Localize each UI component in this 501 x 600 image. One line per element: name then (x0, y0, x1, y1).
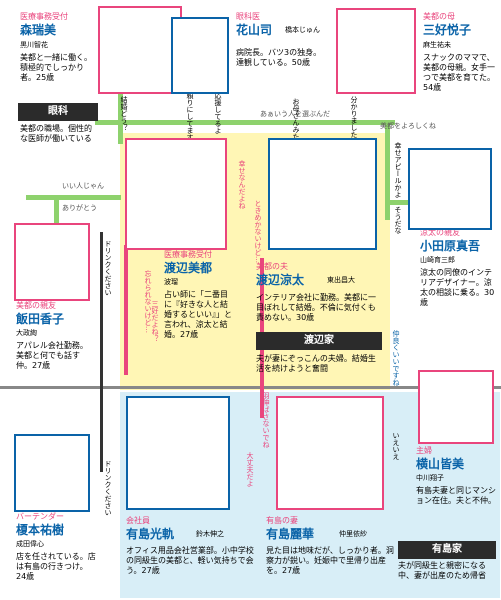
motoki-actor: 成田偉心 (16, 540, 44, 548)
odahara-name: 小田原真吾 (420, 239, 481, 253)
odahara-actor: 山崎育三郎 (420, 256, 455, 264)
rel-4: あぁいう人を選ぶんだ (260, 110, 330, 118)
miyoshi-actor: 麻生祐未 (423, 41, 451, 49)
arishima-name: 有島光軌 (126, 527, 175, 541)
hanayama-desc: 病院長。バツ3の独身。達観している。50歳 (236, 48, 322, 67)
frame-hanayama (171, 17, 229, 94)
line-iida (54, 195, 59, 225)
morisui-desc: 美都と一緒に働く。積極的でしっかり者。25歳 (20, 53, 92, 82)
motoki-desc: 店を任されている。店は有島の行きつけ。24歳 (16, 552, 96, 581)
mitsuko-desc: 見た目は地味だが、しっかり者。洞察力が鋭い。妊娠中で里帰り出産を。27歳 (266, 546, 394, 575)
frame-arishima (126, 396, 230, 510)
rel-19: ドリンクください (104, 460, 112, 516)
miho-desc: 占い師に「二番目に『好きな人と結婚するといい』」と言われ、涼太と結婚。27歳 (164, 290, 232, 339)
rel-6: 分かりました (350, 96, 358, 138)
line-right (385, 120, 390, 220)
yokoyama-actor: 中川翔子 (416, 474, 444, 482)
rel-21: いえいえ (392, 432, 400, 460)
frame-mitsuko (276, 396, 384, 510)
line-pink2 (124, 245, 128, 375)
rel-1: 結婚どう？ (120, 96, 128, 131)
iida-name: 飯田香子 (16, 312, 65, 326)
motoki-role: バーテンダー (16, 512, 64, 521)
miho-role: 医療事務受付 (164, 250, 212, 259)
arishima-actor: 鈴木伸之 (196, 530, 224, 538)
ryota-desc: インテリア会社に勤務。美都に一目ぼれして結婚。不倫に気付くも責めない。30歳 (256, 293, 376, 322)
yokoyama-role: 主婦 (416, 446, 432, 455)
mitsuko-role: 有島の妻 (266, 516, 298, 525)
rel-3: 応援してるよ (214, 92, 222, 134)
rel-15: 忘れられないけど… (144, 270, 152, 333)
ryota-name: 渡辺涼太 (256, 273, 305, 287)
hanayama-role: 眼科医 (236, 12, 260, 21)
odahara-role: 涼太の親友 (420, 228, 460, 237)
watanabe-title: 渡辺家 (256, 332, 382, 350)
rel-9: ありがとう (62, 204, 97, 212)
morisui-actor: 黒川智花 (20, 41, 48, 49)
watanabe-desc: 夫が妻にぞっこんの夫婦。結婚生活を続けようと奮闘 (256, 354, 376, 373)
rel-13: そうだな (394, 206, 402, 234)
arishimake-title: 有島家 (398, 541, 496, 559)
miyoshi-desc: スナックのママで、美都の母親。女手一つで美都を育てた。54歳 (423, 53, 495, 92)
rel-20: 仲良くいいですね (392, 330, 400, 386)
frame-miho (125, 138, 227, 250)
frame-odahara (408, 148, 492, 230)
frame-morisui (98, 6, 182, 94)
rel-8: いい人じゃん (62, 182, 104, 190)
iida-desc: アパレル会社勤務。美都と何でも話す仲。27歳 (16, 341, 88, 370)
ryota-role: 美都の夫 (256, 262, 288, 271)
rel-7: 美都をよろしくね (380, 122, 436, 130)
arishima-role: 会社員 (126, 516, 150, 525)
line-top (95, 120, 395, 125)
morisui-name: 森瑞美 (20, 23, 57, 37)
ryota-actor: 東出昌大 (327, 276, 355, 284)
line-left (118, 62, 123, 144)
odahara-desc: 涼太の同僚のインテリアデザイナー。涼太の相談に乗る。30歳 (420, 268, 495, 307)
hanayama-name: 花山司 (236, 23, 273, 37)
line-lower (0, 386, 501, 389)
hanayama-actor: 橋本じゅん (285, 26, 320, 34)
arishima-desc: オフィス用品会社営業部。小中学校の同級生の美都と、軽い気持ちで会う。27歳 (126, 546, 254, 575)
yokoyama-name: 横山皆美 (416, 457, 465, 471)
rel-17: 羽伸ばさないでね (262, 392, 270, 448)
rel-12: 幸せアピールかよ (394, 142, 402, 198)
rel-16: 三好だよね？ (151, 300, 159, 342)
frame-ryota (268, 138, 377, 250)
rel-11: ときめかないけど… (254, 200, 262, 263)
miho-name: 渡辺美都 (164, 261, 213, 275)
ganka-desc: 美都の職場。個性的な医師が働いている (20, 124, 92, 143)
yokoyama-desc: 有島夫妻と同じマンション在住。夫と不仲。 (416, 486, 496, 505)
mitsuko-name: 有島麗華 (266, 527, 315, 541)
arishimake-desc: 夫が同級生と親密になる中、妻が出産のため帰省 (398, 561, 486, 580)
frame-iida (14, 223, 90, 301)
rel-2: 頼りにしてます (186, 92, 194, 141)
iida-actor: 大政絢 (16, 329, 37, 337)
ganka-title: 眼科 (18, 103, 98, 121)
miho-actor: 波瑠 (164, 278, 178, 286)
miyoshi-name: 三好悦子 (423, 23, 472, 37)
line-right2 (385, 200, 425, 205)
rel-14: ドリンクください (104, 240, 112, 296)
rel-18: 大丈夫だよ (246, 452, 254, 487)
morisui-role: 医療事務受付 (20, 12, 68, 21)
miyoshi-role: 美都の母 (423, 12, 455, 21)
line-left2 (100, 232, 103, 472)
frame-motoki (14, 434, 90, 512)
frame-miyoshi (336, 8, 416, 94)
iida-role: 美都の親友 (16, 301, 56, 310)
mitsuko-actor: 仲里依紗 (339, 530, 367, 538)
frame-yokoyama (418, 370, 494, 444)
rel-10: 幸せなんだよね (238, 160, 246, 209)
line-mid (26, 195, 121, 200)
motoki-name: 榎本祐樹 (16, 523, 65, 537)
